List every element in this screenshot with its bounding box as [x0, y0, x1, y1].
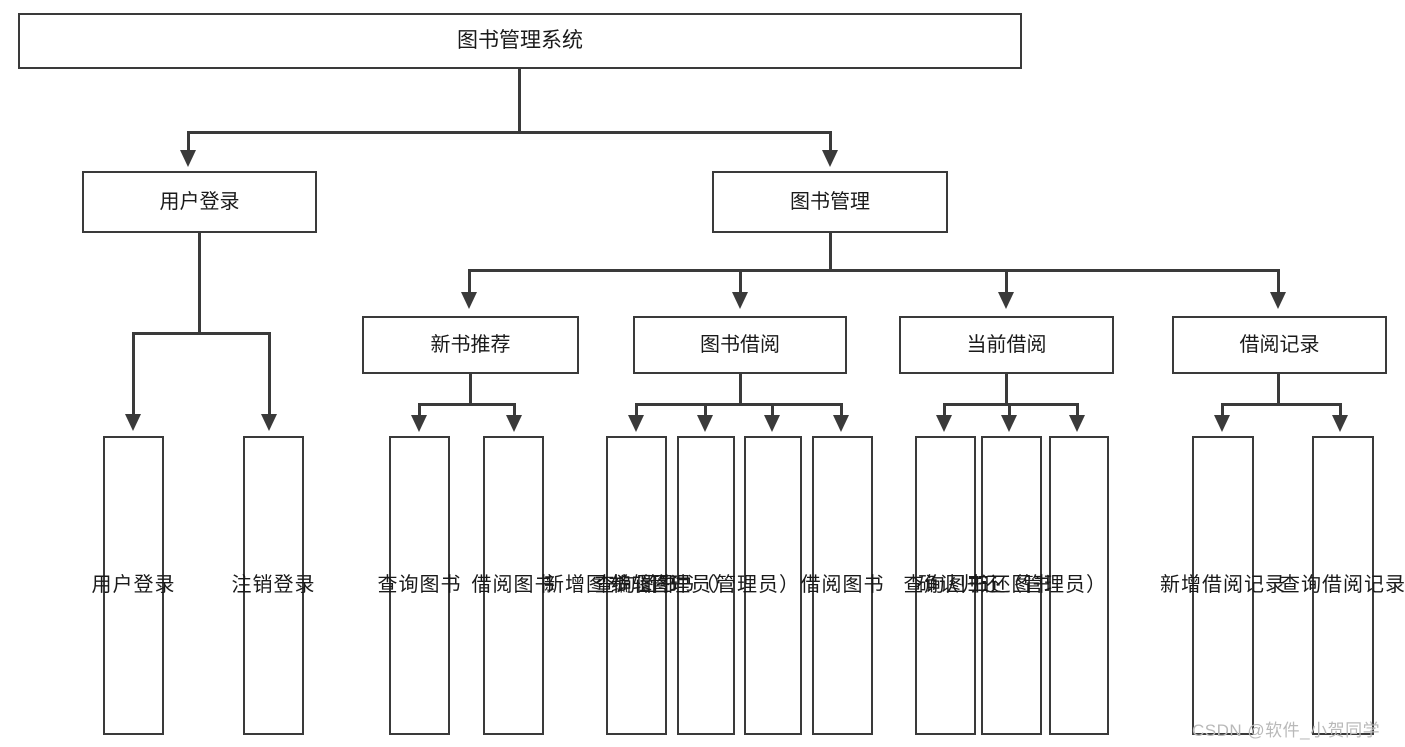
connector-book-management-bus — [468, 269, 1280, 272]
arrowhead-current-borrow — [998, 292, 1014, 309]
arrowhead-leaf-logout-login — [261, 414, 277, 431]
connector-book-management-stem — [829, 233, 832, 271]
arrowhead-borrow-record — [1270, 292, 1286, 309]
arrowhead-leaf-query-book-3 — [936, 415, 952, 432]
node-leaf-edit-book[interactable]: 编辑图书（管理员） — [611, 436, 802, 735]
arrowhead-leaf-return-book — [1001, 415, 1017, 432]
connector-cb-drop-2 — [1008, 403, 1011, 417]
connector-br-drop-2 — [1339, 403, 1342, 417]
connector-user-login-drop-1 — [132, 332, 135, 416]
connector-user-login-drop-2 — [268, 332, 271, 416]
node-leaf-return-book[interactable]: 归还图书 — [970, 436, 1053, 735]
node-leaf-query-book-2[interactable]: 查询图书 — [595, 436, 678, 735]
node-user-login[interactable]: 用户登录 — [82, 171, 317, 233]
node-label: 查询图书 — [594, 574, 679, 596]
node-label: 借阅图书 — [800, 574, 885, 596]
node-label: 用户登录 — [91, 574, 176, 596]
node-label: 查询图书 — [377, 574, 462, 596]
connector-cb-drop-1 — [943, 403, 946, 417]
connector-bb-drop-1 — [635, 403, 638, 417]
arrowhead-leaf-query-record — [1332, 415, 1348, 432]
node-book-borrow[interactable]: 图书借阅 — [633, 316, 847, 374]
connector-root-to-book-management — [829, 131, 832, 153]
connector-user-login-bus — [132, 332, 270, 335]
connector-nbr-drop-1 — [418, 403, 421, 417]
connector-bb-drop-4 — [840, 403, 843, 417]
node-leaf-logout-login[interactable]: 注销登录 — [232, 436, 315, 735]
node-leaf-borrow-book-2[interactable]: 借阅图书 — [801, 436, 884, 735]
node-leaf-add-book[interactable]: 新增图书（管理员） — [544, 436, 735, 735]
node-borrow-record[interactable]: 借阅记录 — [1172, 316, 1387, 374]
node-label: 确认归还（管理员） — [918, 574, 1107, 596]
arrowhead-leaf-confirm-return — [1069, 415, 1085, 432]
connector-nbr-stem — [469, 374, 472, 405]
connector-bb-drop-2 — [704, 403, 707, 417]
connector-br-stem — [1277, 374, 1280, 405]
node-label: 归还图书 — [969, 574, 1054, 596]
connector-cb-drop-3 — [1076, 403, 1079, 417]
node-label: 图书借阅 — [700, 333, 780, 356]
arrowhead-book-management — [822, 150, 838, 167]
connector-nbr-bus — [418, 403, 516, 406]
node-label: 用户登录 — [159, 190, 240, 213]
node-label: 当前借阅 — [966, 333, 1047, 356]
arrowhead-leaf-borrow-book-1 — [506, 415, 522, 432]
connector-bm-drop-book-borrow — [739, 269, 742, 294]
arrowhead-leaf-edit-book — [764, 415, 780, 432]
arrowhead-leaf-add-book — [697, 415, 713, 432]
node-label: 新增图书（管理员） — [544, 574, 733, 596]
arrowhead-new-book-recommend — [461, 292, 477, 309]
node-new-book-recommend[interactable]: 新书推荐 — [362, 316, 579, 374]
node-label: 新书推荐 — [430, 333, 511, 356]
node-current-borrow[interactable]: 当前借阅 — [899, 316, 1114, 374]
node-leaf-query-book-3[interactable]: 查询图书 — [904, 436, 987, 735]
node-label: 查询借阅记录 — [1280, 574, 1405, 596]
connector-bm-drop-borrow-record — [1277, 269, 1280, 294]
connector-root-stem — [518, 69, 521, 133]
connector-bm-drop-current-borrow — [1005, 269, 1008, 294]
node-root-system[interactable]: 图书管理系统 — [18, 13, 1022, 69]
arrowhead-book-borrow — [732, 292, 748, 309]
node-leaf-borrow-book-1[interactable]: 借阅图书 — [472, 436, 555, 735]
node-leaf-add-record[interactable]: 新增借阅记录 — [1160, 436, 1285, 735]
connector-br-bus — [1221, 403, 1342, 406]
arrowhead-user-login — [180, 150, 196, 167]
node-label: 新增借阅记录 — [1160, 574, 1286, 596]
node-leaf-confirm-return[interactable]: 确认归还（管理员） — [918, 436, 1109, 735]
node-label: 借阅记录 — [1239, 333, 1320, 356]
arrowhead-leaf-user-login — [125, 414, 141, 431]
node-label: 查询图书 — [903, 574, 988, 596]
connector-root-to-user-login — [187, 131, 190, 153]
node-label: 注销登录 — [231, 574, 316, 596]
connector-root-bus — [187, 131, 832, 134]
connector-bb-drop-3 — [771, 403, 774, 417]
connector-bb-stem — [739, 374, 742, 405]
node-leaf-query-record[interactable]: 查询借阅记录 — [1280, 436, 1405, 735]
node-label: 图书管理系统 — [457, 28, 583, 52]
connector-br-drop-1 — [1221, 403, 1224, 417]
csdn-watermark: CSDN @软件_小贺同学 — [1192, 721, 1381, 740]
arrowhead-leaf-query-book-1 — [411, 415, 427, 432]
node-label: 借阅图书 — [471, 574, 556, 596]
node-label: 图书管理 — [790, 190, 870, 213]
connector-bb-bus — [635, 403, 842, 406]
node-label: 编辑图书（管理员） — [611, 574, 800, 596]
node-book-management[interactable]: 图书管理 — [712, 171, 948, 233]
arrowhead-leaf-add-record — [1214, 415, 1230, 432]
connector-bm-drop-new-book — [468, 269, 471, 294]
arrowhead-leaf-query-book-2 — [628, 415, 644, 432]
connector-user-login-stem — [198, 233, 201, 334]
connector-cb-stem — [1005, 374, 1008, 405]
connector-nbr-drop-2 — [513, 403, 516, 417]
node-leaf-query-book-1[interactable]: 查询图书 — [378, 436, 461, 735]
node-leaf-user-login[interactable]: 用户登录 — [92, 436, 175, 735]
arrowhead-leaf-borrow-book-2 — [833, 415, 849, 432]
